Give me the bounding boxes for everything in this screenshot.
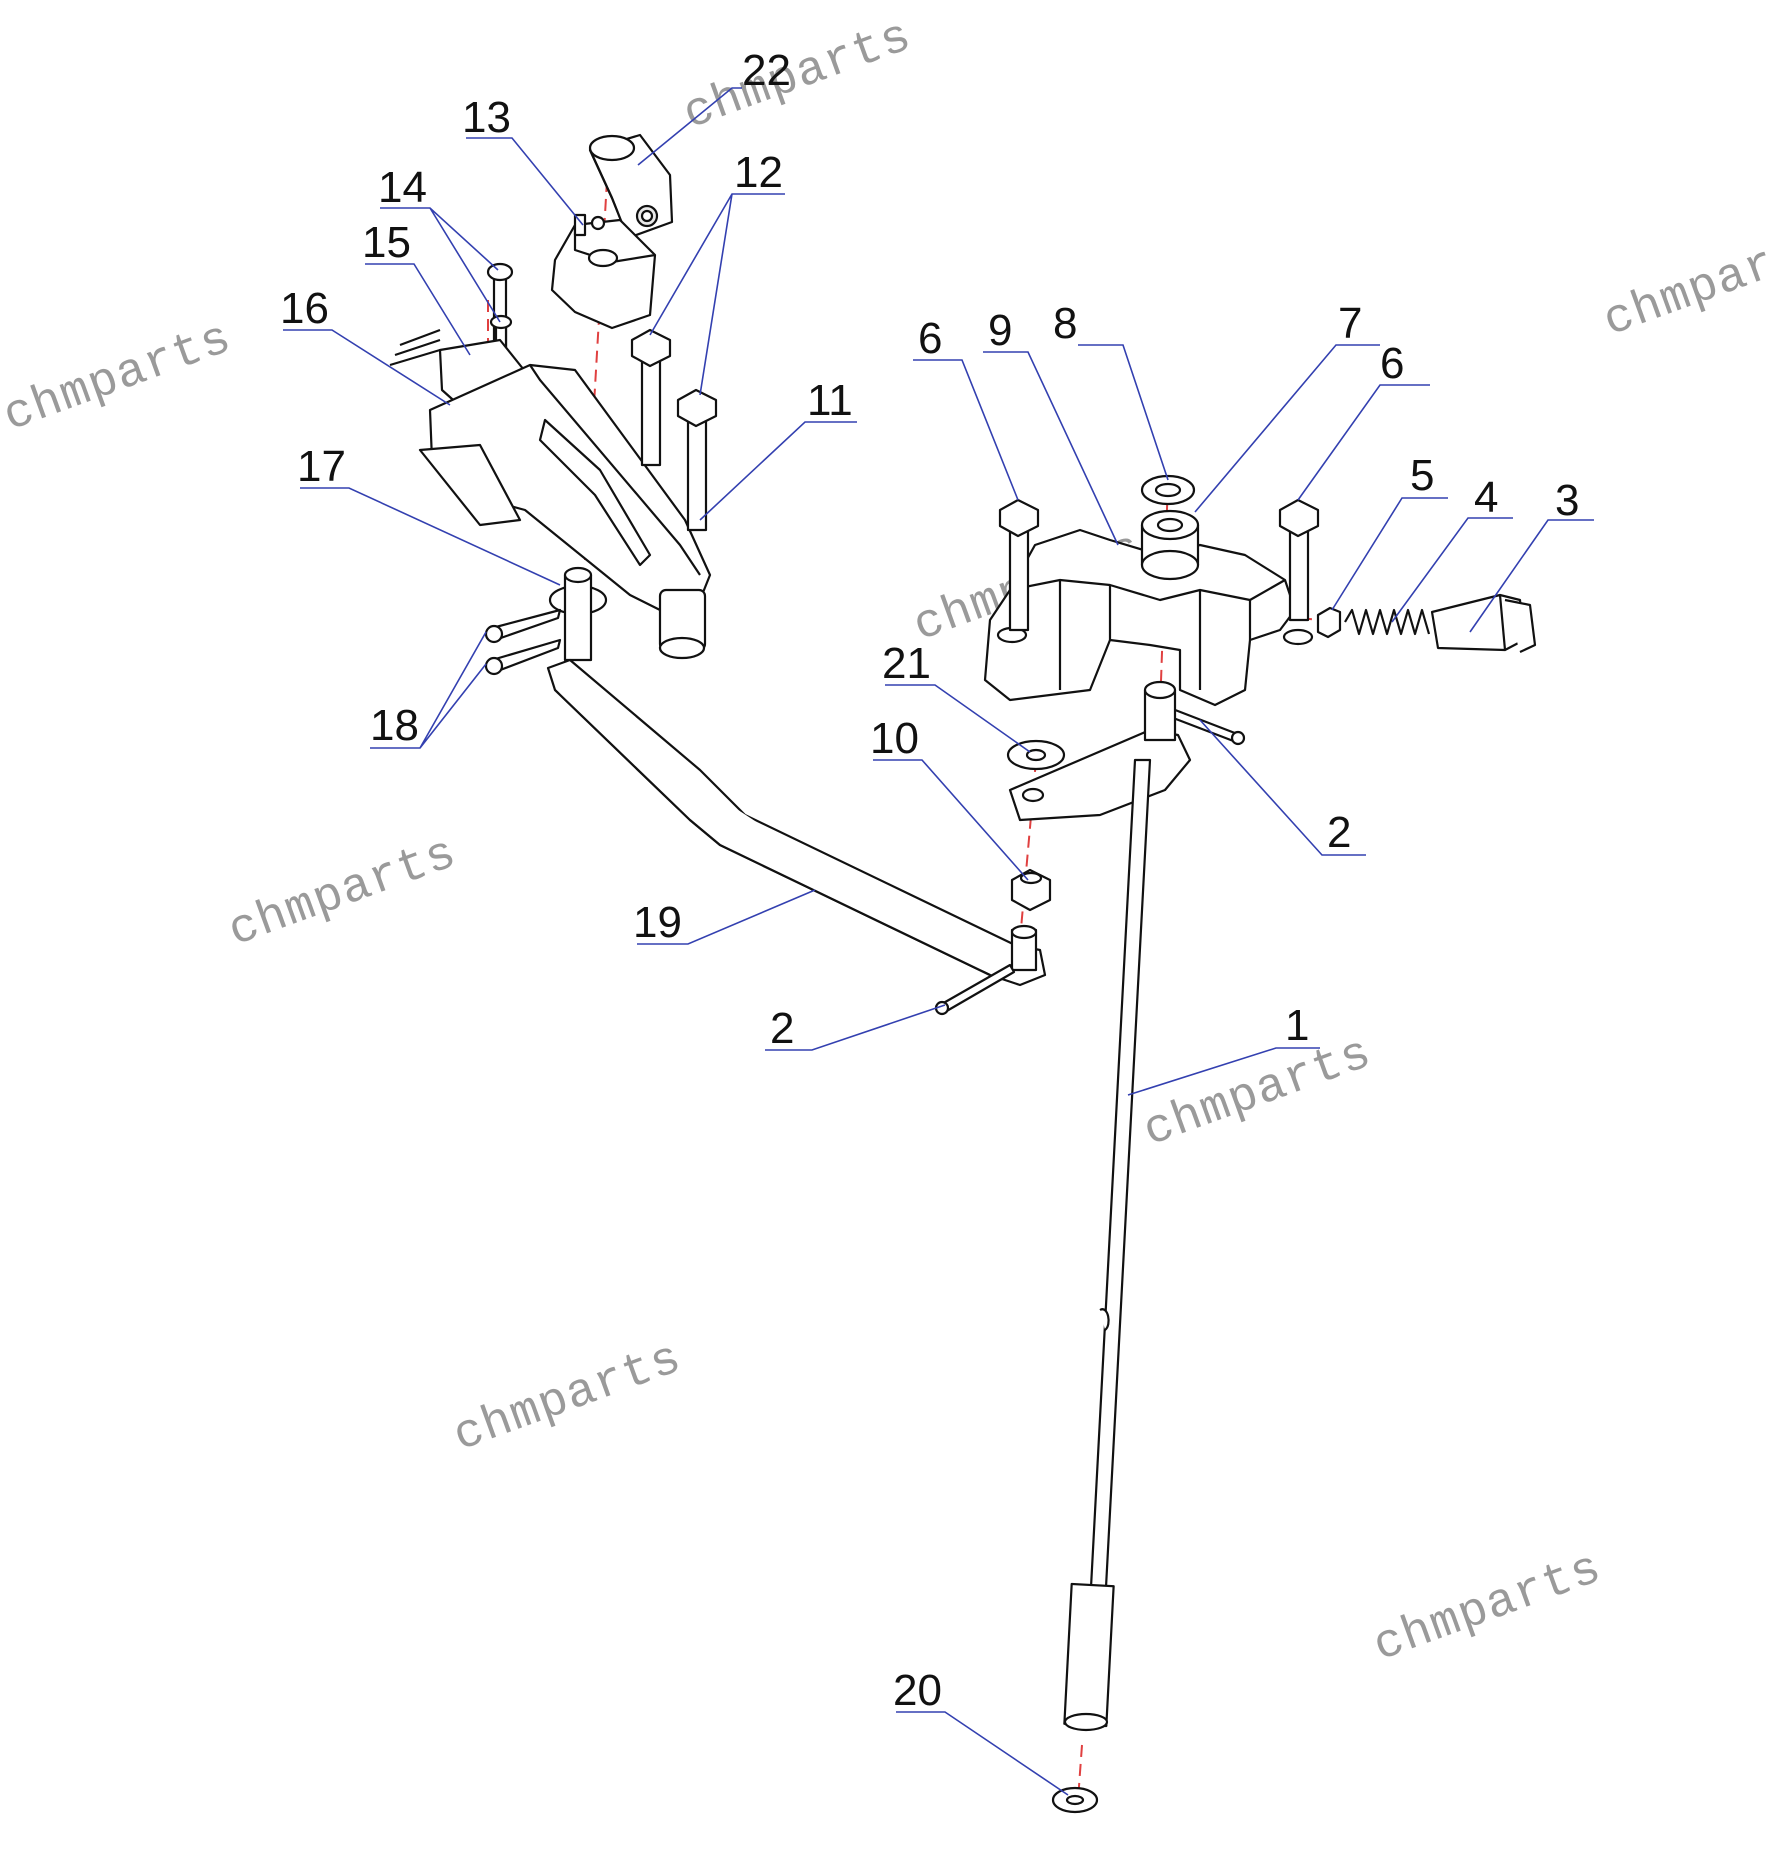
part-12-bolts (630, 328, 718, 532)
part-8-washer (1140, 474, 1196, 506)
part-22-cap-block (588, 133, 674, 240)
part-10-nut (1010, 868, 1052, 912)
part-9-housing-bracket (983, 528, 1314, 707)
callout-7: 7 (1338, 299, 1362, 348)
callout-labels: 22 13 12 14 15 16 11 17 18 19 2 6 9 9 8 … (280, 46, 1579, 1715)
watermark: chmparts (222, 827, 465, 959)
part-7-bushing (1140, 509, 1200, 581)
part-6-bolts (998, 498, 1320, 632)
part-3-plug (1430, 593, 1537, 653)
callout-22: 22 (742, 46, 791, 95)
callout-20: 20 (893, 1666, 942, 1715)
callout-16: 16 (280, 284, 329, 333)
callout-21: 21 (882, 639, 931, 688)
part-13-switch-cover (550, 213, 657, 330)
callout-15: 15 (362, 218, 411, 267)
part-1-selector-rod (1008, 680, 1192, 1732)
part-21-washer (1006, 739, 1066, 771)
part-19-link-arm (546, 658, 1047, 987)
watermarks: chmparts chmparts chmparts chmparts chmp… (0, 10, 1768, 1674)
part-20-washer (1051, 1786, 1099, 1814)
part-5-detent-ball (1316, 606, 1342, 639)
watermark: chmparts (1597, 217, 1768, 349)
watermark: chmparts (447, 1332, 690, 1464)
part-4-spring (1344, 608, 1431, 636)
part-11-lever-bracket (418, 363, 712, 660)
callout-19: 19 (633, 898, 682, 947)
part-17-pin (548, 566, 608, 662)
callout-9-label: 9 (988, 306, 1012, 355)
callout-14: 14 (378, 163, 427, 212)
callout-17: 17 (297, 442, 346, 491)
callout-1: 1 (1285, 1001, 1309, 1050)
callout-6-right: 6 (1380, 339, 1404, 388)
leader-lines (283, 87, 1594, 1796)
callout-5: 5 (1410, 451, 1434, 500)
callout-2-bottom: 2 (770, 1004, 794, 1053)
callout-10-label: 10 (870, 714, 919, 763)
callout-3: 3 (1555, 476, 1579, 525)
callout-8-label: 8 (1053, 299, 1077, 348)
watermark: chmparts (0, 312, 239, 444)
watermark: chmparts (677, 10, 920, 142)
callout-11: 11 (807, 376, 853, 425)
part-18-cotter-pins (484, 608, 562, 676)
callout-18: 18 (370, 701, 419, 750)
watermark: chmparts (1367, 1542, 1610, 1674)
callout-12: 12 (734, 148, 783, 197)
callout-6-left: 6 (918, 314, 942, 363)
callout-13: 13 (462, 93, 511, 142)
callout-4: 4 (1474, 473, 1498, 522)
callout-2-right: 2 (1327, 808, 1351, 857)
watermark: chmparts (1137, 1027, 1380, 1159)
